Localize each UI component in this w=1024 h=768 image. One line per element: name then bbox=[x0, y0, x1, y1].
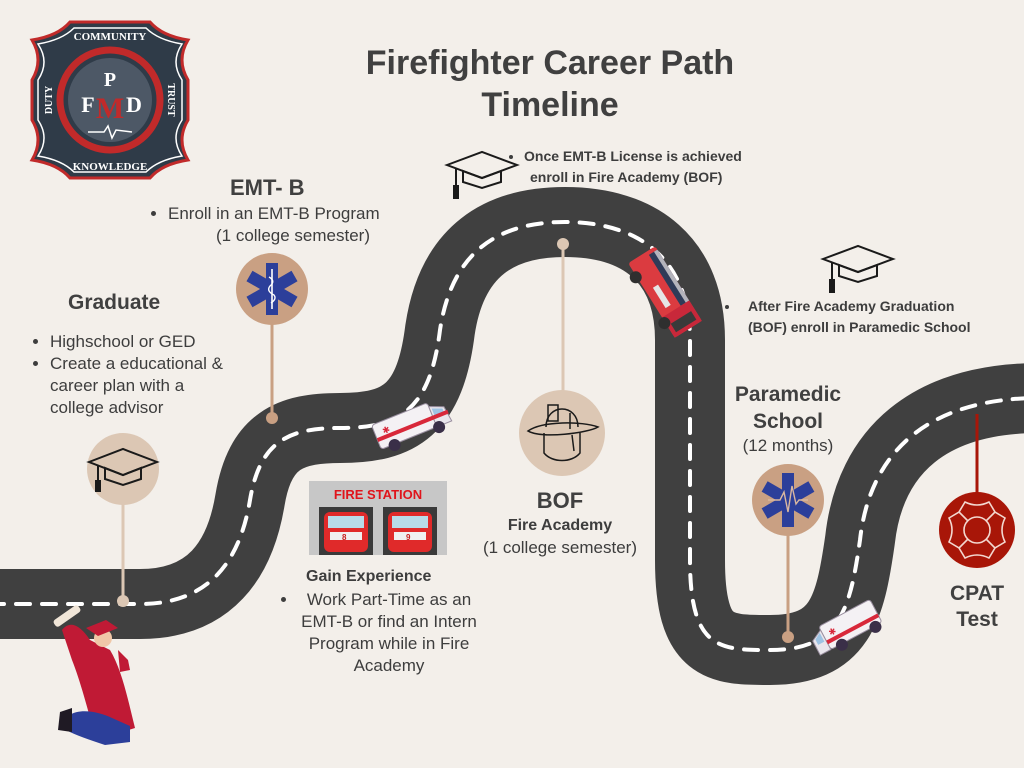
cpat-heading-line-2: Test bbox=[956, 608, 998, 631]
logo-top-text: COMMUNITY bbox=[74, 31, 147, 43]
logo-monogram-d: D bbox=[126, 92, 142, 117]
logo-monogram-p: P bbox=[104, 69, 116, 91]
district-logo: COMMUNITY KNOWLEDGE DUTY TRUST P F M D bbox=[29, 20, 191, 180]
truck-number: 9 bbox=[406, 533, 411, 542]
graduate-heading: Graduate bbox=[68, 291, 161, 314]
bof-subheading: Fire Academy bbox=[507, 517, 613, 534]
graduation-cap-icon bbox=[86, 447, 160, 492]
cpat-marker bbox=[939, 414, 1015, 568]
emt-b-bullet: Enroll in an EMT-B Program bbox=[168, 203, 428, 225]
logo-monogram-f: F bbox=[81, 92, 94, 117]
fire-engine-front-icon: 9 bbox=[388, 512, 432, 552]
page-title-line-1: Firefighter Career Path bbox=[365, 44, 735, 82]
fire-station-icon: 8 9 FIRE STATION bbox=[309, 481, 447, 555]
paramedic-duration: (12 months) bbox=[742, 436, 834, 455]
truck-number: 8 bbox=[342, 533, 347, 542]
bof-marker bbox=[519, 238, 605, 476]
paramedic-enroll-note-line-2: (BOF) enroll in Paramedic School bbox=[748, 319, 971, 335]
gain-experience-bullet: Work Part-Time as an EMT-B or find an In… bbox=[298, 589, 480, 677]
cpat-heading-line-1: CPAT bbox=[949, 582, 1005, 605]
emt-b-marker bbox=[236, 253, 308, 424]
paramedic-marker bbox=[752, 464, 824, 643]
fire-engine-front-icon: 8 bbox=[324, 512, 368, 552]
paramedic-heading-line-2: School bbox=[752, 410, 823, 433]
logo-right-text: TRUST bbox=[165, 83, 176, 117]
logo-bottom-text: KNOWLEDGE bbox=[73, 161, 148, 173]
ambulance-icon: ✱ bbox=[812, 599, 882, 656]
emt-b-details: Enroll in an EMT-B Program (1 college se… bbox=[148, 203, 428, 247]
bof-enroll-note: Once EMT-B License is achieved enroll in… bbox=[512, 146, 792, 188]
star-of-life-heartbeat-icon bbox=[761, 473, 815, 527]
graduate-figure-icon bbox=[53, 605, 135, 745]
star-of-life-icon bbox=[246, 263, 298, 315]
paramedic-label-group: Paramedic School (12 months) bbox=[718, 381, 858, 457]
svg-text:✱: ✱ bbox=[381, 424, 392, 436]
page-title-line-2: Timeline bbox=[481, 86, 619, 124]
emt-b-heading: EMT- B bbox=[230, 175, 305, 200]
bof-enroll-note-line-1: Once EMT-B License is achieved bbox=[524, 146, 792, 167]
firefighter-helmet-icon bbox=[526, 404, 600, 462]
paramedic-heading-line-1: Paramedic bbox=[734, 383, 842, 406]
maltese-cross-icon bbox=[947, 500, 1007, 560]
cpat-label-group: CPAT Test bbox=[930, 581, 1024, 633]
graduate-bullet: Create a educational & career plan with … bbox=[50, 353, 240, 419]
gain-experience-heading: Gain Experience bbox=[306, 568, 432, 585]
road-centerline bbox=[0, 219, 1024, 653]
fire-truck-icon bbox=[629, 247, 702, 338]
bof-enroll-note-line-2: enroll in Fire Academy (BOF) bbox=[530, 169, 723, 185]
ambulance-icon: ✱ bbox=[371, 403, 453, 452]
heartbeat-line-icon bbox=[88, 124, 133, 140]
bof-label-group: BOF Fire Academy (1 college semester) bbox=[460, 487, 660, 559]
graduate-bullet: Highschool or GED bbox=[50, 331, 240, 353]
graduate-bullets: Highschool or GED Create a educational &… bbox=[30, 331, 240, 419]
graduation-cap-icon bbox=[820, 244, 896, 293]
graduate-marker bbox=[86, 433, 160, 607]
fire-station-sign: FIRE STATION bbox=[334, 487, 422, 502]
paramedic-enroll-note-line-1: After Fire Academy Graduation bbox=[740, 296, 1018, 317]
emt-b-duration: (1 college semester) bbox=[215, 226, 370, 245]
page-title: Firefighter Career Path Timeline bbox=[300, 42, 800, 126]
graduation-cap-icon bbox=[444, 150, 520, 199]
paramedic-enroll-note: After Fire Academy Graduation (BOF) enro… bbox=[728, 296, 1018, 338]
bof-heading: BOF bbox=[536, 488, 584, 513]
svg-text:✱: ✱ bbox=[827, 625, 838, 637]
road bbox=[0, 187, 1024, 685]
gain-experience-details: Work Part-Time as an EMT-B or find an In… bbox=[280, 589, 480, 677]
bof-duration: (1 college semester) bbox=[482, 538, 637, 557]
logo-monogram-m: M bbox=[96, 92, 124, 125]
logo-left-text: DUTY bbox=[44, 85, 55, 114]
